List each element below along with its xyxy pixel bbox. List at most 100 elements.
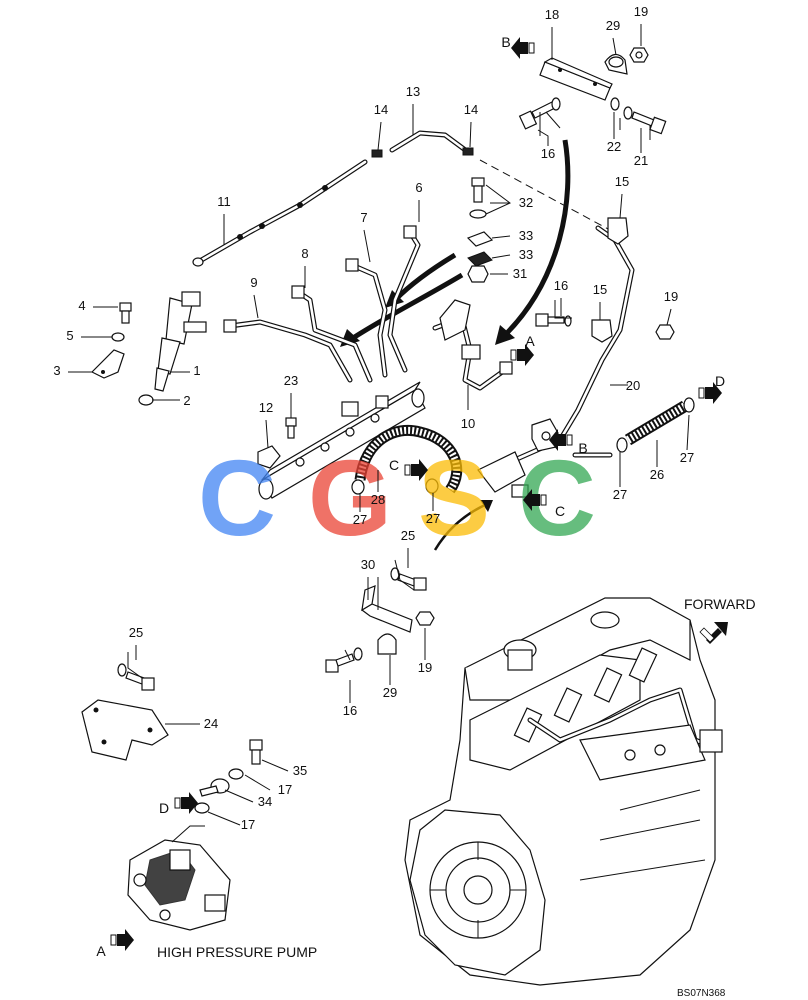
washer-17-a: [228, 768, 244, 780]
group-bracket-5: [127, 652, 143, 679]
clamp-3: [90, 349, 125, 379]
leader-12: [265, 419, 269, 449]
arrow-d-icon: D: [159, 792, 198, 816]
clamp-27-a: [351, 479, 365, 495]
leader-40: [612, 37, 617, 56]
banjo-34: [199, 778, 230, 797]
callout-33: 33: [519, 228, 533, 243]
gasket-2: [138, 394, 154, 406]
callout-10: 10: [461, 416, 475, 431]
group-bracket-3: [554, 300, 572, 319]
washer-22: [610, 97, 620, 111]
callout-30: 30: [361, 557, 375, 572]
callout-2: 2: [183, 393, 190, 408]
clamp-29-lower: [377, 633, 397, 655]
forward-arrow-icon: [699, 622, 728, 644]
callout-19: 19: [664, 289, 678, 304]
washer-17-b: [194, 802, 210, 814]
bracket-12: [257, 445, 281, 469]
arrow-label-a: A: [96, 943, 106, 959]
bolt-25-lower: [390, 567, 427, 591]
leader-21: [244, 774, 271, 791]
clip-33-b: [467, 251, 493, 267]
callout-15: 15: [615, 174, 629, 189]
pipe-8: [291, 285, 373, 383]
leader-35: [686, 414, 690, 451]
nut-19-top: [629, 47, 649, 63]
callout-9: 9: [250, 275, 257, 290]
arrow-a-icon: A: [96, 929, 134, 959]
leader-7: [363, 229, 371, 263]
pipe-6: [387, 225, 421, 373]
callout-27: 27: [426, 511, 440, 526]
forward-label: FORWARD: [684, 596, 756, 612]
callout-16: 16: [541, 146, 555, 161]
leader-18: [537, 129, 549, 146]
callout-34: 34: [258, 794, 272, 809]
bracket-24: [81, 699, 169, 761]
callout-25: 25: [129, 625, 143, 640]
callout-18: 18: [545, 7, 559, 22]
bracket-30: [360, 585, 413, 633]
callout-27: 27: [353, 512, 367, 527]
arrow-label-c: C: [555, 503, 565, 519]
clamp-27-b: [425, 478, 439, 494]
arrow-c-icon: C: [389, 457, 428, 481]
clip-14-left: [371, 149, 383, 158]
bolt-16-lower: [325, 647, 363, 673]
callout-6: 6: [415, 180, 422, 195]
drawing-code: BS07N368: [677, 988, 726, 999]
common-rail: [258, 381, 426, 500]
bolt-16-top: [518, 97, 561, 130]
leader-15: [469, 121, 472, 148]
callout-28: 28: [371, 492, 385, 507]
clamp-15-top: [607, 217, 629, 245]
arrow-a-icon: A: [510, 333, 535, 366]
callout-14: 14: [374, 102, 388, 117]
leader-46: [491, 254, 511, 259]
callout-27: 27: [613, 487, 627, 502]
leader-45: [491, 235, 511, 239]
callout-29: 29: [606, 18, 620, 33]
pipe-7: [345, 258, 388, 378]
callout-21: 21: [634, 153, 648, 168]
bolt-23: [285, 417, 297, 439]
callout-19: 19: [418, 660, 432, 675]
pipe-9: [223, 319, 353, 383]
engine-block: [404, 597, 723, 986]
arrow-label-d: D: [159, 800, 169, 816]
callout-17: 17: [241, 817, 255, 832]
arrow-d-icon: D: [698, 373, 725, 404]
pipe-20: [497, 225, 635, 478]
group-bracket-8: [485, 184, 511, 215]
group-bracket-2: [545, 111, 561, 129]
callout-32: 32: [519, 195, 533, 210]
bolt-25-left: [117, 663, 155, 691]
callout-4: 4: [78, 298, 85, 313]
bracket-18: [539, 57, 613, 101]
callout-1: 1: [193, 363, 200, 378]
bolt-35: [249, 739, 263, 765]
watermark-letter-c1: C: [198, 437, 276, 558]
leader-16: [619, 193, 623, 219]
leader-22: [207, 811, 241, 826]
arrow-label-b: B: [578, 440, 587, 456]
injector-1: [154, 291, 207, 392]
watermark: C G S C: [198, 437, 596, 558]
clip-33-a: [466, 231, 494, 247]
callout-23: 23: [284, 373, 298, 388]
callout-19: 19: [634, 4, 648, 19]
callout-14: 14: [464, 102, 478, 117]
arrow-label-d: D: [715, 373, 725, 389]
nut-31: [467, 265, 489, 283]
callout-15: 15: [593, 282, 607, 297]
clamp-27-c: [616, 437, 628, 453]
leader-lines: [68, 24, 690, 826]
nut-19-mid: [655, 324, 675, 340]
washer-5: [111, 332, 125, 342]
leader-9: [253, 294, 259, 319]
bolt-4: [119, 302, 132, 324]
